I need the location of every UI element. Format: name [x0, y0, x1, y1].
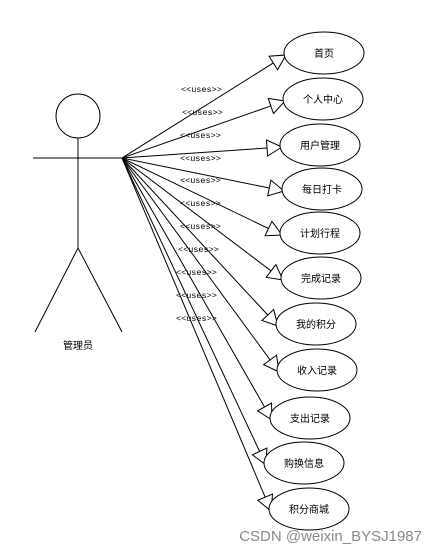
- arrow-head: [260, 308, 279, 327]
- use-case-ellipse: [279, 211, 361, 255]
- arrow-head: [264, 220, 283, 237]
- use-case-label: 计划行程: [300, 227, 340, 240]
- stereotype-label: <<uses>>: [182, 108, 223, 118]
- association-line: [121, 157, 265, 408]
- stereotype-label: <<uses>>: [180, 176, 221, 186]
- stereotype-layer: <<uses>> <<uses>> <<uses>> <<uses>> <<uses>>…: [176, 85, 223, 324]
- use-case-ellipse: [279, 123, 361, 167]
- use-case-ellipse: [282, 77, 364, 121]
- association-line: [121, 157, 269, 316]
- use-case-ellipse: [269, 396, 351, 440]
- stereotype-label: <<uses>>: [176, 314, 217, 324]
- actor-head: [55, 93, 101, 139]
- use-case-ellipse: [281, 167, 363, 211]
- arrow-head: [265, 263, 284, 281]
- actor-figure: [33, 93, 123, 333]
- stereotype-label: <<uses>>: [176, 268, 217, 278]
- use-case-ellipse: [268, 487, 350, 531]
- use-case-label: 支出记录: [290, 412, 330, 425]
- actor-left-leg: [34, 247, 79, 333]
- use-case-ellipse: [275, 302, 357, 346]
- use-case-label: 完成记录: [301, 272, 341, 285]
- use-case-label: 首页: [314, 47, 334, 60]
- association-line: [121, 105, 272, 159]
- use-case-label: 积分商城: [289, 503, 329, 516]
- use-case-ellipse: [263, 441, 345, 485]
- arrow-head: [265, 139, 284, 157]
- stereotype-label: <<uses>>: [180, 199, 221, 209]
- use-case-label: 每日打卡: [302, 183, 342, 196]
- stereotype-label: <<uses>>: [176, 291, 217, 301]
- stereotype-label: <<uses>>: [178, 245, 219, 255]
- use-case-label: 个人中心: [303, 93, 343, 106]
- use-case-label: 购换信息: [284, 457, 324, 470]
- actor-name: 管理员: [63, 339, 93, 352]
- stereotype-label: <<uses>>: [180, 222, 221, 232]
- use-case-ellipse: [280, 256, 362, 300]
- use-case-layer: 首页个人中心用户管理每日打卡计划行程完成记录我的积分收入记录支出记录购换信息积分…: [263, 31, 365, 531]
- use-case-ellipse: [276, 348, 358, 392]
- association-line: [121, 157, 270, 189]
- use-case-label: 用户管理: [300, 139, 340, 152]
- association-layer: [121, 54, 287, 512]
- stereotype-label: <<uses>>: [181, 85, 222, 95]
- use-case-label: 收入记录: [297, 364, 337, 377]
- actor-right-leg: [77, 247, 123, 333]
- arrow-head: [267, 97, 287, 115]
- association-line: [121, 157, 272, 272]
- stereotype-label: <<uses>>: [180, 154, 221, 164]
- use-case-ellipse: [283, 31, 365, 75]
- association-line: [121, 157, 269, 229]
- association-line: [121, 157, 266, 498]
- use-case-label: 我的积分: [296, 318, 336, 331]
- watermark: CSDN @weixin_BYSJ1987: [239, 528, 422, 545]
- association-line: [121, 157, 271, 361]
- association-line: [121, 62, 274, 159]
- arrow-head: [262, 354, 280, 373]
- association-line: [121, 157, 261, 452]
- arrow-head: [267, 179, 286, 197]
- stereotype-label: <<uses>>: [180, 131, 221, 141]
- association-line: [121, 147, 268, 159]
- arrow-head: [268, 54, 287, 71]
